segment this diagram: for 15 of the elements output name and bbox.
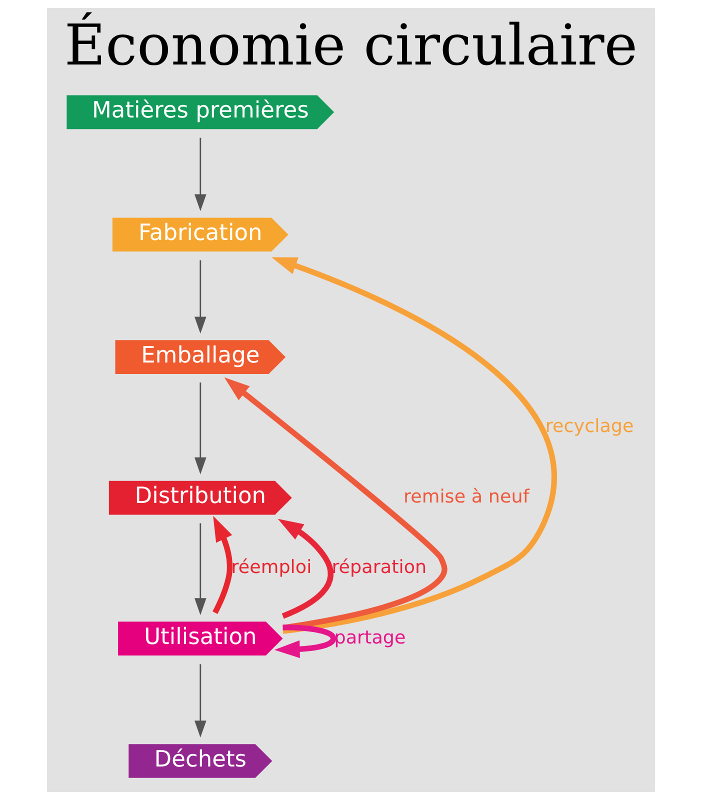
arrow xyxy=(212,516,233,614)
edge-label: réparation xyxy=(332,556,427,578)
edge-label: réemploi xyxy=(231,556,312,578)
arrow xyxy=(194,138,206,212)
arrow xyxy=(194,664,206,738)
edge-label: partage xyxy=(334,627,406,648)
arrow xyxy=(278,518,334,619)
arrow xyxy=(274,624,336,658)
diagram-title: Économie circulaire xyxy=(64,13,638,78)
arrow xyxy=(194,260,206,334)
edge-label: recyclage xyxy=(545,416,634,438)
arrow xyxy=(194,523,206,616)
arrow xyxy=(194,382,206,474)
edge-label: remise à neuf xyxy=(404,486,530,508)
arrow xyxy=(272,257,556,634)
